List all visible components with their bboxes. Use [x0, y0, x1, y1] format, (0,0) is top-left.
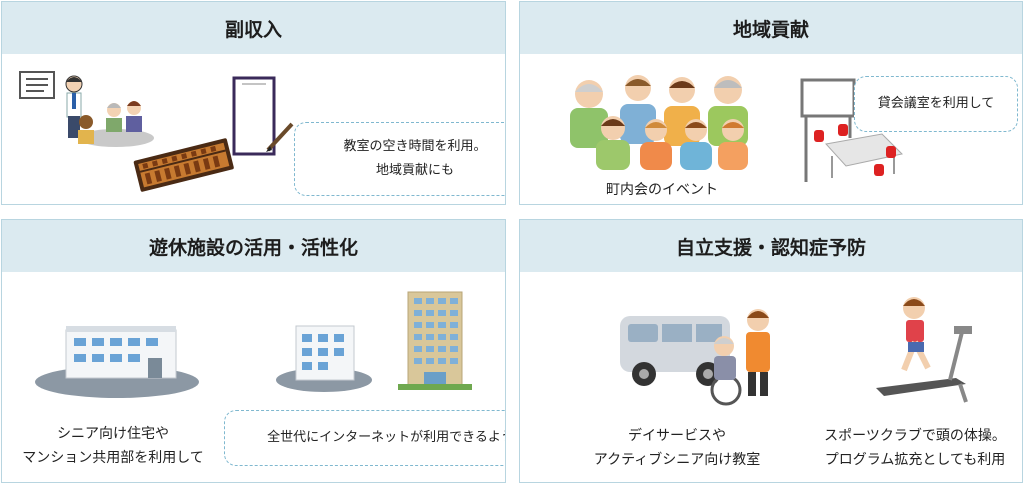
calligraphy-illustration: [232, 76, 294, 156]
day-service-caption: デイサービスや アクティブシニア向け教室: [572, 424, 782, 472]
classroom-illustration: [19, 71, 154, 147]
treadmill-runner-illustration: [876, 297, 972, 403]
sports-club-caption-line-1: スポーツクラブで頭の体操。: [824, 428, 1006, 444]
idle-facility-caption-line-2: マンション共用部を利用して: [22, 450, 204, 466]
senior-housing-building-illustration: [35, 326, 199, 398]
day-service-caption-line-1: デイサービスや: [628, 428, 726, 444]
panel-idle-facility: 遊休施設の活用・活性化 シニア向け住宅や マンション共用部を利用して: [1, 219, 506, 483]
idle-facility-caption-line-1: シニア向け住宅や: [57, 426, 169, 442]
idle-facility-caption: シニア向け住宅や マンション共用部を利用して: [8, 422, 218, 470]
meeting-room-illustration: [800, 78, 904, 182]
sports-club-caption: スポーツクラブで頭の体操。 プログラム拡充としても利用: [808, 424, 1022, 472]
rental-room-bubble-text: 貸会議室を利用して: [877, 96, 995, 111]
apartment-buildings-illustration: [276, 291, 472, 392]
community-event-caption: 町内会のイベント: [606, 182, 718, 198]
panel-title-independence: 自立支援・認知症予防: [520, 220, 1022, 272]
side-income-note-line-1: 教室の空き時間を利用。: [343, 139, 487, 154]
internet-access-bubble: 全世代にインターネットが利用できるように: [224, 410, 506, 466]
internet-access-bubble-text: 全世代にインターネットが利用できるように: [267, 430, 506, 445]
day-service-van-illustration: [620, 309, 770, 406]
sports-club-caption-line-2: プログラム拡充としても利用: [824, 452, 1006, 468]
panel-side-income: 副収入: [1, 1, 506, 205]
panel-title-community: 地域貢献: [520, 2, 1022, 54]
abacus-illustration: [133, 138, 234, 192]
panel-independence: 自立支援・認知症予防 デイサービスや アクティブシニア向け教室 スポーツクラブで…: [519, 219, 1023, 483]
side-income-note-bubble: 教室の空き時間を利用。 地域貢献にも: [294, 122, 505, 196]
panel-community: 地域貢献 町内会のイベント: [519, 1, 1023, 205]
neighborhood-crowd-illustration: [570, 75, 748, 170]
panel-title-idle-facility: 遊休施設の活用・活性化: [2, 220, 505, 272]
panel-title-side-income: 副収入: [2, 2, 505, 54]
side-income-note-line-2: 地域貢献にも: [375, 163, 454, 178]
day-service-caption-line-2: アクティブシニア向け教室: [593, 452, 761, 468]
rental-room-bubble: 貸会議室を利用して: [854, 76, 1018, 132]
